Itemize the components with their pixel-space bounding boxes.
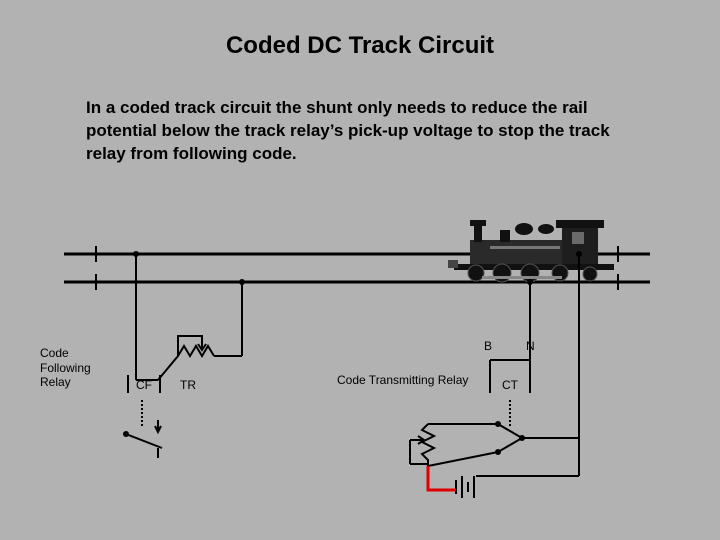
left-circuit-wiring [135, 254, 243, 381]
description-text: In a coded track circuit the shunt only … [86, 98, 610, 163]
right-circuit-wiring [409, 254, 580, 498]
n-label: N [526, 339, 535, 353]
ct-resistor [419, 423, 437, 466]
cf-relay [123, 375, 163, 458]
locomotive-icon [448, 220, 614, 283]
cf-label: CF [136, 378, 152, 392]
insulated-joints [95, 246, 619, 290]
cf-relay-name-label: Code Following Relay [40, 346, 94, 389]
ct-junctions [495, 421, 525, 455]
ct-relay-name-label: Code Transmitting Relay [337, 373, 468, 387]
highlight-wire [426, 466, 456, 492]
b-label: B [484, 339, 492, 353]
tr-label: TR [180, 378, 196, 392]
page-title: Coded DC Track Circuit [225, 32, 495, 59]
ct-label: CT [502, 378, 519, 392]
tr-resistor [177, 344, 215, 358]
